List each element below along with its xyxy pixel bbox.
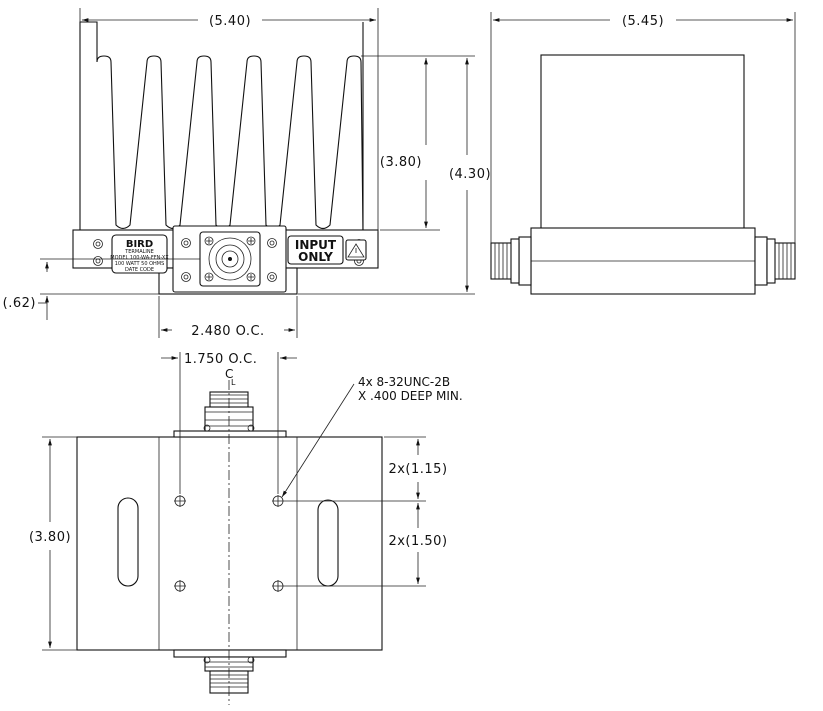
bottom-view: 1.750 O.C. C L 4x 8-32UNC-2B X .400 DEEP… <box>29 352 463 705</box>
bottom-dimensions: 1.750 O.C. C L 4x 8-32UNC-2B X .400 DEEP… <box>29 352 463 651</box>
centerline-symbol: C <box>225 367 233 381</box>
connector-offset-dim: (.62) <box>3 296 36 311</box>
front-width-dim: (5.40) <box>209 14 251 29</box>
side-view: (5.45) <box>490 12 796 295</box>
bottom-height-dim: (3.80) <box>29 530 71 545</box>
hole-note-line2: X .400 DEEP MIN. <box>358 389 463 403</box>
tapped-hole-icons <box>174 495 284 592</box>
fin-height-dim: (3.80) <box>380 155 422 170</box>
nameplate-sub: TERMALINE <box>124 249 154 255</box>
centerline-sub: L <box>231 378 236 387</box>
front-dimensions: (5.40) (3.80) (4.30) (.62) 2.480 O.C. <box>3 8 491 339</box>
mount-spacing-dim: 2.480 O.C. <box>191 324 264 339</box>
nameplate-rating: 100 WATT 50 OHMS <box>115 261 165 267</box>
right-slot <box>317 499 339 587</box>
bird-nameplate: BIRD TERMALINE MODEL 100-WA-FFN-XX 100 W… <box>110 234 169 274</box>
side-right-connector <box>766 238 796 284</box>
warning-triangle-icon <box>347 243 365 258</box>
nameplate-brand: BIRD <box>126 239 153 250</box>
side-left-connector <box>490 238 520 284</box>
hole-pitch-dim: 2x(1.50) <box>388 534 447 549</box>
left-slot <box>117 497 139 587</box>
input-only-label: INPUT ONLY <box>287 235 367 265</box>
svg-text:INPUT: INPUT <box>295 238 337 252</box>
hole-spacing-dim: 1.750 O.C. <box>184 352 257 367</box>
total-height-dim: (4.30) <box>449 167 491 182</box>
hole-note-line1: 4x 8-32UNC-2B <box>358 375 450 389</box>
top-offset-dim: 2x(1.15) <box>388 462 447 477</box>
svg-text:ONLY: ONLY <box>298 250 333 264</box>
side-dimensions: (5.45) <box>490 12 796 243</box>
front-view: BIRD TERMALINE MODEL 100-WA-FFN-XX 100 W… <box>3 8 491 339</box>
nameplate-date: DATE CODE <box>125 267 154 273</box>
side-heatsink <box>540 54 745 233</box>
side-width-dim: (5.45) <box>622 14 664 29</box>
heatsink-fins <box>79 21 364 233</box>
nameplate-model: MODEL 100-WA-FFN-XX <box>110 255 169 261</box>
